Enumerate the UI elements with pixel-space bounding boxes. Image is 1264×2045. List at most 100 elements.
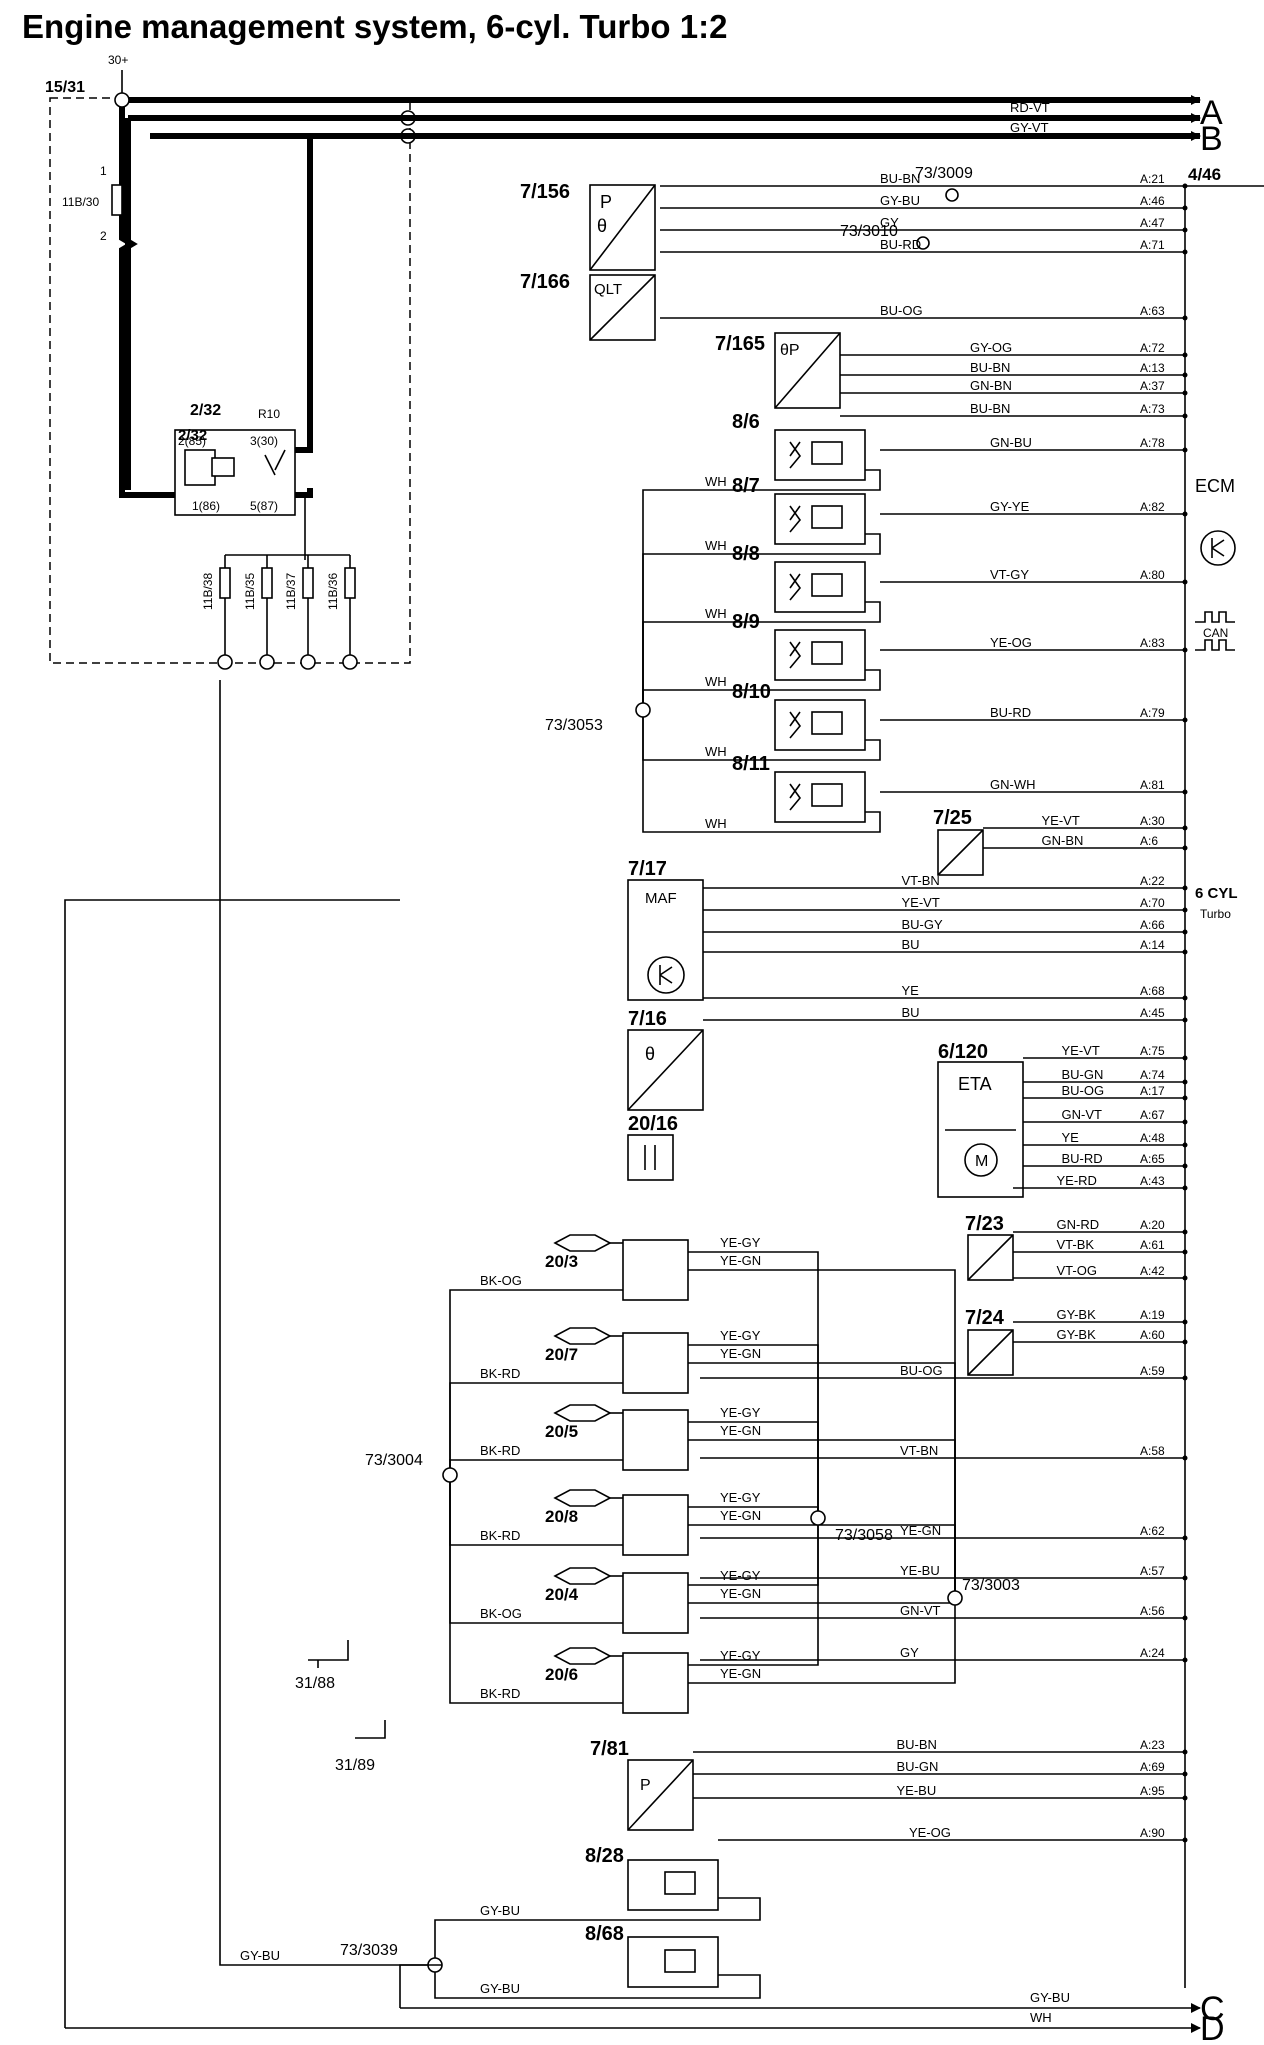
ecm-pin-dot	[1182, 929, 1188, 935]
valve-8-68: 8/68	[585, 1923, 719, 1988]
svg-text:7/17: 7/17	[628, 858, 667, 880]
injector-feed-wire	[642, 533, 881, 710]
sensor-7-81: 7/81 P	[590, 1738, 694, 1831]
ecm-wire-color: YE-BU	[897, 1783, 937, 1798]
ecm-wire-color: GY-YE	[990, 499, 1030, 514]
svg-text:7/23: 7/23	[965, 1213, 1004, 1235]
ecm-pin-label: A:95	[1140, 1784, 1165, 1798]
svg-text:7/16: 7/16	[628, 1008, 667, 1030]
coil-wire-2: YE-GN	[720, 1423, 761, 1438]
ecm-pin-dot	[1182, 1142, 1188, 1148]
coil-bk-wire	[449, 1475, 623, 1546]
injector-valve-icon	[789, 573, 802, 601]
svg-text:6/120: 6/120	[938, 1041, 988, 1063]
spark-plug-icon	[553, 1234, 612, 1252]
ecm-wire-color: GY	[880, 215, 899, 230]
ecm-pin-dot	[1182, 413, 1188, 419]
ecm-wire-color: GN-VT	[1062, 1107, 1103, 1122]
coil-ground-wire	[688, 1598, 956, 1684]
coil-wire-1: YE-GY	[720, 1405, 761, 1420]
coil-body	[622, 1572, 689, 1634]
ecm-pin-label: A:43	[1140, 1174, 1165, 1188]
ecm-pin-dot	[1182, 1575, 1188, 1581]
ecm-wire-color: YE-VT	[1042, 813, 1080, 828]
relay-name: R10	[258, 407, 280, 421]
coil-body	[622, 1409, 689, 1471]
svg-text:7/25: 7/25	[933, 807, 972, 829]
fuse-11b37	[302, 567, 314, 599]
ecm-pin-dot	[1182, 1375, 1188, 1381]
ecm-pin-dot	[1182, 1319, 1188, 1325]
fuse-11b37-label: 11B/37	[284, 573, 298, 610]
spark-plug-icon	[553, 1647, 612, 1665]
ecm-pin-label: A:66	[1140, 918, 1165, 932]
svg-text:7/166: 7/166	[520, 271, 570, 293]
spark-plug-icon	[553, 1489, 612, 1507]
ecm-pin-label: A:61	[1140, 1238, 1165, 1252]
ecm-pin-label: A:59	[1140, 1364, 1165, 1378]
coil-ref: 20/3	[545, 1252, 578, 1271]
output-b-wire: GY-VT	[1010, 120, 1049, 135]
svg-text:7/24: 7/24	[965, 1307, 1005, 1329]
ecm-pin-label: A:81	[1140, 778, 1165, 792]
ecm-pin-dot	[1182, 647, 1188, 653]
ecm-pin-dot	[1182, 845, 1188, 851]
svg-text:73/3009: 73/3009	[915, 165, 973, 182]
svg-text:GY-BU: GY-BU	[240, 1948, 280, 1963]
ecm-pin-dot	[1182, 249, 1188, 255]
coil-supply-wire	[688, 1518, 819, 1666]
ecm-wire-color: YE-RD	[1057, 1173, 1097, 1188]
ecm-wire-color: GY	[900, 1645, 919, 1660]
coil-ref: 20/8	[545, 1507, 578, 1526]
knock-20-16: 20/16	[627, 1113, 678, 1181]
ecm-wire-color: YE-OG	[909, 1825, 951, 1840]
injector-coil	[811, 441, 843, 465]
injector-ref: 8/9	[732, 611, 760, 633]
coil-wire-1: YE-GY	[720, 1568, 761, 1583]
ecm-pin-label: A:70	[1140, 896, 1165, 910]
ground-31-89: 31/89	[335, 1720, 386, 1774]
ecm-pin-dot	[1182, 995, 1188, 1001]
ecm-wire-color: YE	[1062, 1130, 1080, 1145]
ecm-pin-label: A:21	[1140, 172, 1165, 186]
ecm-wire-color: VT-BN	[902, 873, 940, 888]
svg-text:P: P	[600, 192, 612, 212]
injector-wh-label: WH	[705, 816, 727, 831]
ecm-pin-label: A:78	[1140, 436, 1165, 450]
ecm-pin-label: A:67	[1140, 1108, 1165, 1122]
ecm-pin-dot	[1182, 1795, 1188, 1801]
svg-text:31/88: 31/88	[295, 1675, 335, 1692]
ecm-pin-label: A:63	[1140, 304, 1165, 318]
ecm-pin-dot	[1182, 352, 1188, 358]
svg-text:73/3003: 73/3003	[962, 1577, 1020, 1594]
injector-coil	[811, 641, 843, 665]
svg-text:73/3010: 73/3010	[840, 223, 898, 240]
coil-bk-wire	[449, 1382, 623, 1475]
svg-text:8/68: 8/68	[585, 1923, 624, 1945]
ecm-pin-label: A:23	[1140, 1738, 1165, 1752]
fuse-11b35	[261, 567, 273, 599]
output-d-letter: D	[1200, 2010, 1225, 2040]
relay-r10: 2/32 R10 2(85) 3(30) 1(86) 5(87)	[174, 407, 306, 560]
ecm-wire-color: BU	[902, 1005, 920, 1020]
sensor-7-16: 7/16 θ	[627, 1008, 704, 1111]
injector-coil	[811, 783, 843, 807]
fuse-11b38	[219, 567, 231, 599]
svg-text:73/3058: 73/3058	[835, 1527, 893, 1544]
ecm-pin-dot	[1182, 1339, 1188, 1345]
ecm-pin-dot	[1182, 1095, 1188, 1101]
ecm-pin-label: A:13	[1140, 361, 1165, 375]
ecm-pin-dot	[1182, 315, 1188, 321]
coil-bk-label: BK-RD	[480, 1686, 520, 1701]
ecm-pin-label: A:69	[1140, 1760, 1165, 1774]
coil-wire-1: YE-GY	[720, 1490, 761, 1505]
ecm-wire-color: BU-BN	[880, 171, 920, 186]
ecm-pin-dot	[1182, 183, 1188, 189]
ecm-wire-color: BU-GN	[1062, 1067, 1104, 1082]
sensor-7-165: 7/165 θP	[715, 332, 841, 409]
output-c-letter: C	[1200, 1990, 1225, 2028]
coil-supply-wire	[688, 1251, 819, 1518]
svg-text:M: M	[975, 1153, 988, 1170]
ecm-pin-label: A:47	[1140, 216, 1165, 230]
